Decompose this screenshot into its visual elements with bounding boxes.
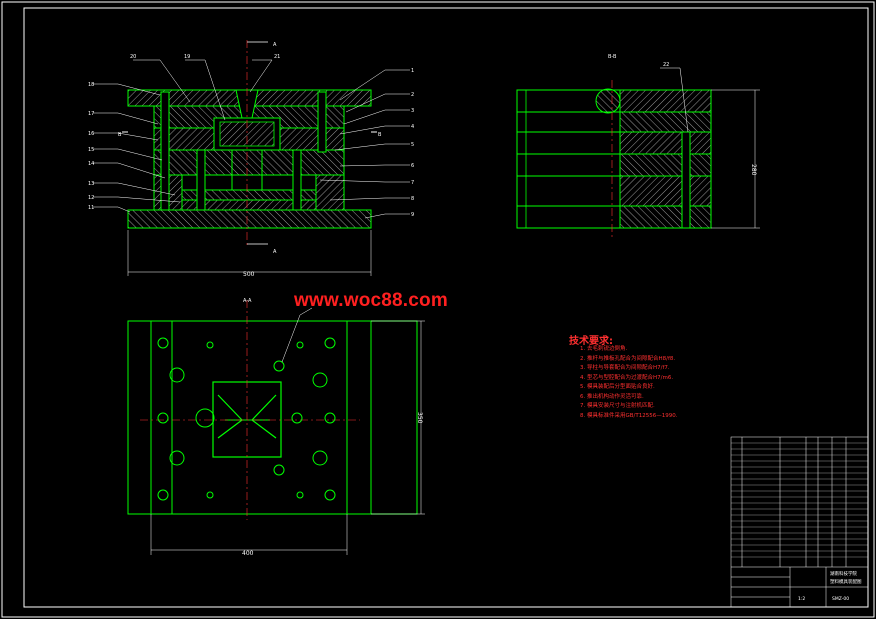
title-block [730,436,869,608]
callout: 8 [411,196,414,202]
right-section-view [516,67,760,238]
callout: 11 [88,205,94,211]
watermark: www.woc88.com [294,290,448,311]
section-mark-b-right: B [378,132,382,138]
title-drawing-name: 塑料模具装配图 [830,578,862,585]
title-block-text: 湖南科技学院 塑料模具装配图 SMZ-00 1:2 [798,570,862,602]
tech-requirements-list: 1. 去毛刺锐边倒角. 2. 推杆与推板孔配合为间隙配合H8/f8. 3. 导柱… [580,345,678,421]
callout: 4 [411,124,414,130]
title-scale: 1:2 [798,596,805,602]
tech-requirement-item: 4. 型芯与型腔配合为过渡配合H7/m6. [580,374,674,381]
view-title-bb: B-B [608,54,617,60]
callout: 5 [411,142,414,148]
dim-plan-height: 350 [416,412,423,424]
callout: 16 [88,131,94,137]
main-view-callouts: 18 17 16 15 14 13 12 11 20 19 21 1 2 3 4… [88,42,414,278]
view-title-aa: A-A [243,298,252,304]
section-mark-a-top: A [273,42,277,48]
tech-requirements-title: 技术要求: [569,336,613,347]
callout: 15 [88,147,94,153]
dim-plan-width: 400 [242,550,254,557]
plan-view [127,300,425,555]
tech-requirement-item: 1. 去毛刺锐边倒角. [580,346,628,352]
plan-view-labels: A-A 400 350 [242,298,423,557]
callout: 6 [411,163,414,169]
callout: 13 [88,181,94,187]
bom-rows [731,442,868,558]
callout: 14 [88,161,94,167]
tech-requirement-item: 2. 推杆与推板孔配合为间隙配合H8/f8. [580,355,676,362]
title-school: 湖南科技学院 [830,570,857,577]
tech-requirement-item: 3. 导柱与导套配合为间隙配合H7/f7. [580,365,670,371]
main-view-leaders [93,59,410,219]
callout: 22 [663,62,669,68]
callout: 7 [411,180,414,186]
callout: 3 [411,108,414,114]
callout: 1 [411,68,414,74]
tech-requirement-item: 5. 模具装配后分型面贴合良好. [580,384,655,390]
callout: 21 [274,54,280,60]
tech-requirement-item: 7. 模具安装尺寸与注射机匹配. [580,403,655,409]
callout: 17 [88,111,94,117]
callout: 19 [184,54,190,60]
title-drawing-no: SMZ-00 [832,596,849,602]
inner-border [23,7,869,608]
callout: 9 [411,212,414,218]
callout: 12 [88,195,94,201]
tech-requirement-item: 6. 推出机构动作灵活可靠. [580,393,644,400]
callout: 2 [411,92,414,98]
callout: 20 [130,54,136,60]
section-mark-b-left: B [118,132,122,138]
main-section-view [122,40,377,276]
section-mark-a-bottom: A [273,249,277,255]
dim-main-width: 500 [243,271,255,278]
callout: 18 [88,82,94,88]
right-view-labels: B-B 22 280 [608,54,757,176]
tech-requirement-item: 8. 模具标准件采用GB/T12556—1990. [580,412,678,419]
dim-right-height: 280 [750,164,757,176]
